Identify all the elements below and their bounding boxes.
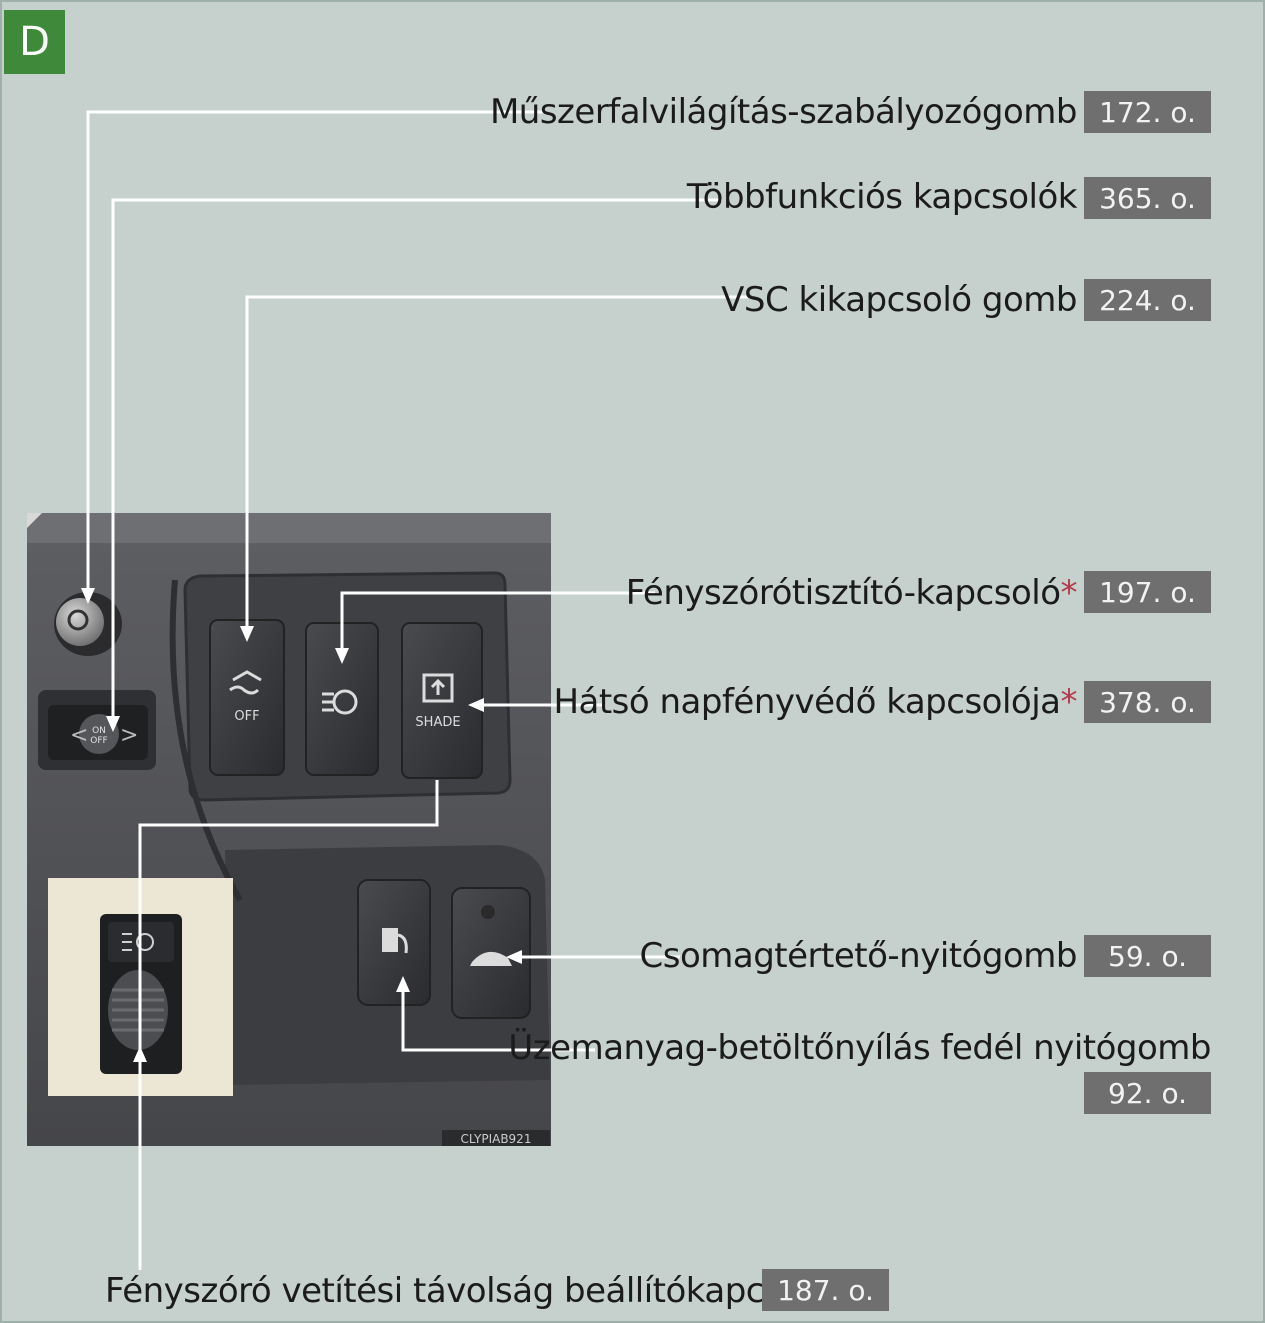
page-ref-dimmer[interactable]: 172. o. — [1084, 91, 1211, 133]
page-ref-vsc[interactable]: 224. o. — [1084, 279, 1211, 321]
page-ref-trunk[interactable]: 59. o. — [1084, 935, 1211, 977]
multifunction-switch-icon: < > ON OFF — [38, 690, 156, 770]
callout-label-multifunction: Többfunkciós kapcsolók — [686, 177, 1078, 217]
section-badge: D — [4, 10, 65, 74]
fuel-door-button-icon — [357, 879, 431, 1006]
callout-label-dimmer: Műszerfalvilágítás-szabályozógomb — [489, 92, 1078, 132]
multi-off-text: OFF — [90, 736, 107, 746]
page-ref-rear-shade[interactable]: 378. o. — [1084, 681, 1211, 723]
image-code: CLYPIAB921 — [461, 1132, 532, 1146]
shade-text: SHADE — [415, 715, 460, 730]
callout-label-vsc: VSC kikapcsoló gomb — [721, 280, 1077, 320]
page-ref-headlight-cleaner[interactable]: 197. o. — [1084, 571, 1211, 613]
page-ref-fuel-door[interactable]: 92. o. — [1084, 1072, 1211, 1114]
vsc-off-button-icon: OFF — [209, 619, 285, 776]
callout-label-headlight-cleaner: Fényszórótisztító-kapcsoló* — [625, 573, 1078, 613]
callout-label-rear-shade: Hátsó napfényvédő kapcsolója* — [553, 682, 1077, 722]
trunk-button-icon — [451, 887, 531, 1019]
callout-label-fuel-door: Üzemanyag-betöltőnyílás fedél nyitógomb — [508, 1028, 1211, 1068]
callout-label-headlight-leveling: Fényszóró vetítési távolság beállítókapc… — [105, 1271, 848, 1311]
callout-label-trunk: Csomagtértető-nyitógomb — [639, 936, 1077, 976]
svg-text:<: < — [70, 723, 88, 748]
dimmer-knob-icon — [54, 592, 122, 656]
page-ref-multifunction[interactable]: 365. o. — [1084, 177, 1211, 219]
vsc-off-text: OFF — [234, 709, 259, 724]
svg-text:>: > — [120, 723, 138, 748]
rear-shade-button-icon: SHADE — [401, 622, 483, 779]
page-ref-headlight-leveling[interactable]: 187. o. — [762, 1269, 889, 1311]
multi-on-text: ON — [92, 726, 106, 736]
